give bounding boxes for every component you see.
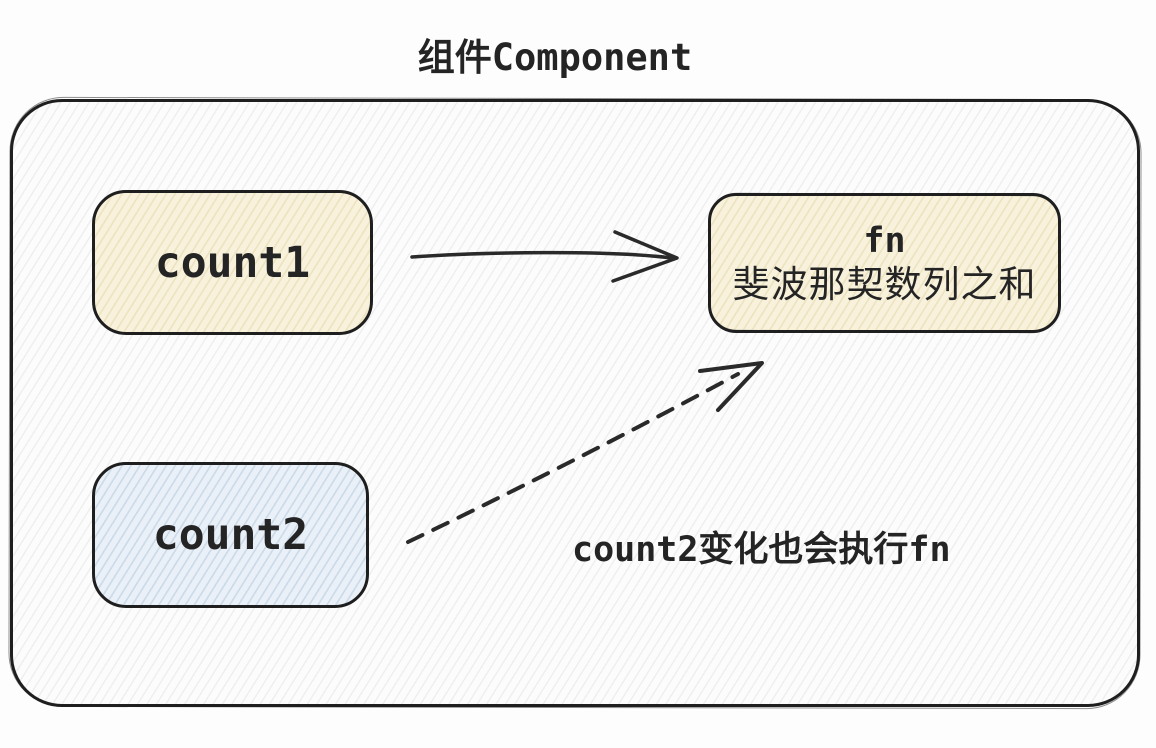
count2-box: count2 — [92, 462, 369, 608]
fn-label: fn — [863, 221, 906, 261]
count1-label: count1 — [154, 237, 311, 288]
diagram-title: 组件Component — [417, 36, 693, 79]
dashed-arrow-count2-to-fn — [406, 361, 764, 544]
fn-sublabel: 斐波那契数列之和 — [732, 263, 1037, 306]
fn-box: fn 斐波那契数列之和 — [708, 193, 1061, 333]
dashed-arrow-caption: count2变化也会执行fn — [572, 530, 951, 570]
solid-arrow-count1-to-fn — [410, 230, 679, 283]
count2-label: count2 — [152, 510, 309, 560]
count1-box: count1 — [92, 190, 373, 335]
